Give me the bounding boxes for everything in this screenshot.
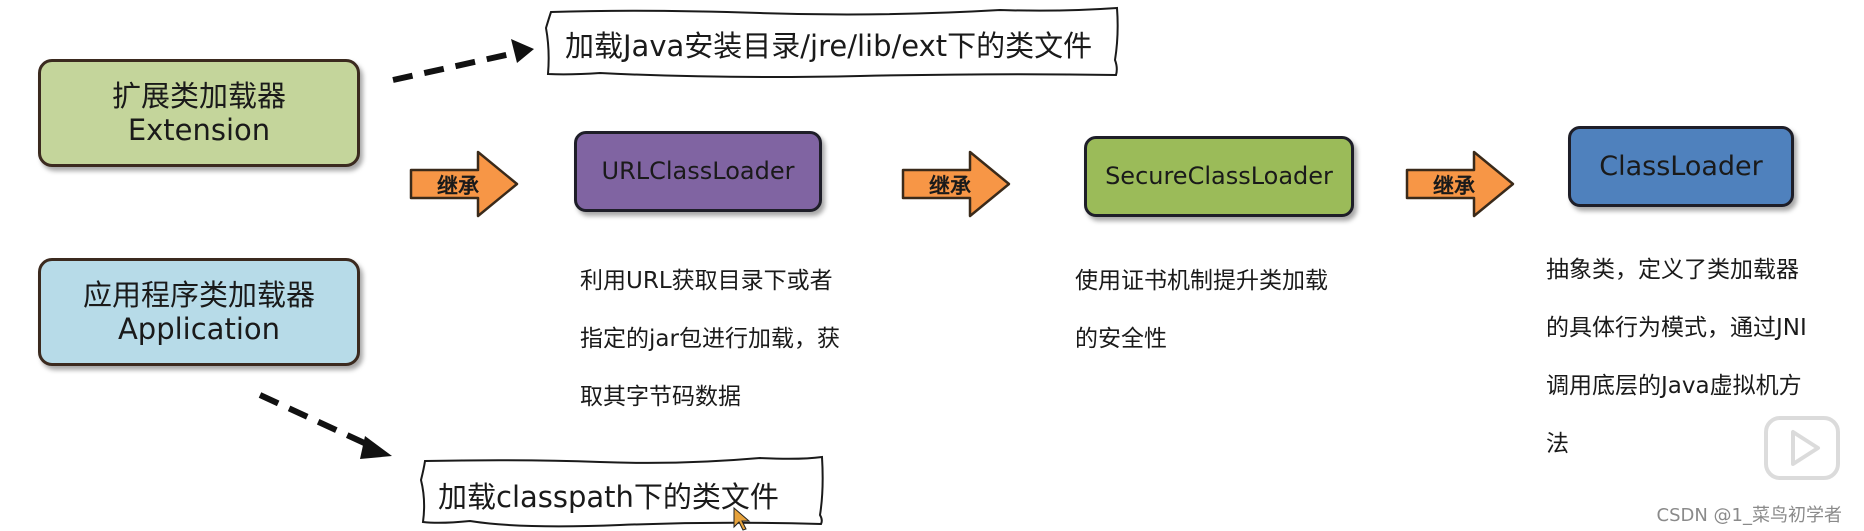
watermark: CSDN @1_菜鸟初学者 (1656, 505, 1843, 526)
classloader-description: 抽象类，定义了类加载器 的具体行为模式，通过JNI 调用底层的Java虚拟机方 … (1546, 241, 1807, 473)
inherit-arrow-1-label: 继承 (437, 174, 479, 198)
classloader-box: ClassLoader (1568, 126, 1794, 207)
extension-note-text: 加载Java安装目录/jre/lib/ext下的类文件 (565, 29, 1093, 63)
description-line: 调用底层的Java虚拟机方 (1546, 373, 1802, 399)
application-loader-subtitle: Application (117, 312, 281, 346)
secureclassloader-label: SecureClassLoader (1105, 162, 1333, 191)
description-line: 法 (1546, 431, 1569, 457)
extension-loader-title: 扩展类加载器 (111, 78, 286, 113)
description-line: 使用证书机制提升类加载 (1075, 268, 1328, 294)
urlclassloader-box: URLClassLoader (574, 131, 822, 212)
application-loader-title: 应用程序类加载器 (82, 277, 315, 312)
description-line: 的安全性 (1075, 326, 1167, 352)
secureclassloader-description: 使用证书机制提升类加载 的安全性 (1075, 252, 1328, 368)
secureclassloader-box: SecureClassLoader (1084, 136, 1354, 217)
application-dashed-line (258, 392, 375, 450)
application-dashed-arrowhead (360, 436, 392, 459)
inherit-arrow-2: 继承 (901, 150, 1011, 218)
description-line: 的具体行为模式，通过JNI (1546, 315, 1807, 341)
application-note-frame (419, 455, 824, 528)
inherit-arrow-3-label: 继承 (1433, 174, 1475, 198)
extension-loader-subtitle: Extension (127, 113, 271, 147)
description-line: 指定的jar包进行加载，获 (580, 326, 840, 352)
description-line: 抽象类，定义了类加载器 (1546, 257, 1799, 283)
classloader-label: ClassLoader (1599, 150, 1763, 182)
extension-loader-box: 扩展类加载器 Extension (38, 59, 360, 167)
description-line: 取其字节码数据 (580, 384, 741, 410)
inherit-arrow-1: 继承 (409, 150, 519, 218)
application-loader-box: 应用程序类加载器 Application (38, 258, 360, 366)
urlclassloader-label: URLClassLoader (601, 157, 795, 186)
extension-dashed-arrowhead (511, 39, 534, 63)
inherit-arrow-2-label: 继承 (929, 174, 971, 198)
play-icon[interactable] (1764, 416, 1840, 480)
inherit-arrow-3: 继承 (1405, 150, 1515, 218)
extension-note-frame (544, 6, 1119, 78)
mouse-cursor-icon (733, 506, 751, 531)
application-note-text: 加载classpath下的类文件 (438, 480, 779, 514)
extension-dashed-line (392, 50, 516, 83)
urlclassloader-description: 利用URL获取目录下或者 指定的jar包进行加载，获 取其字节码数据 (580, 252, 840, 426)
description-line: 利用URL获取目录下或者 (580, 268, 833, 294)
